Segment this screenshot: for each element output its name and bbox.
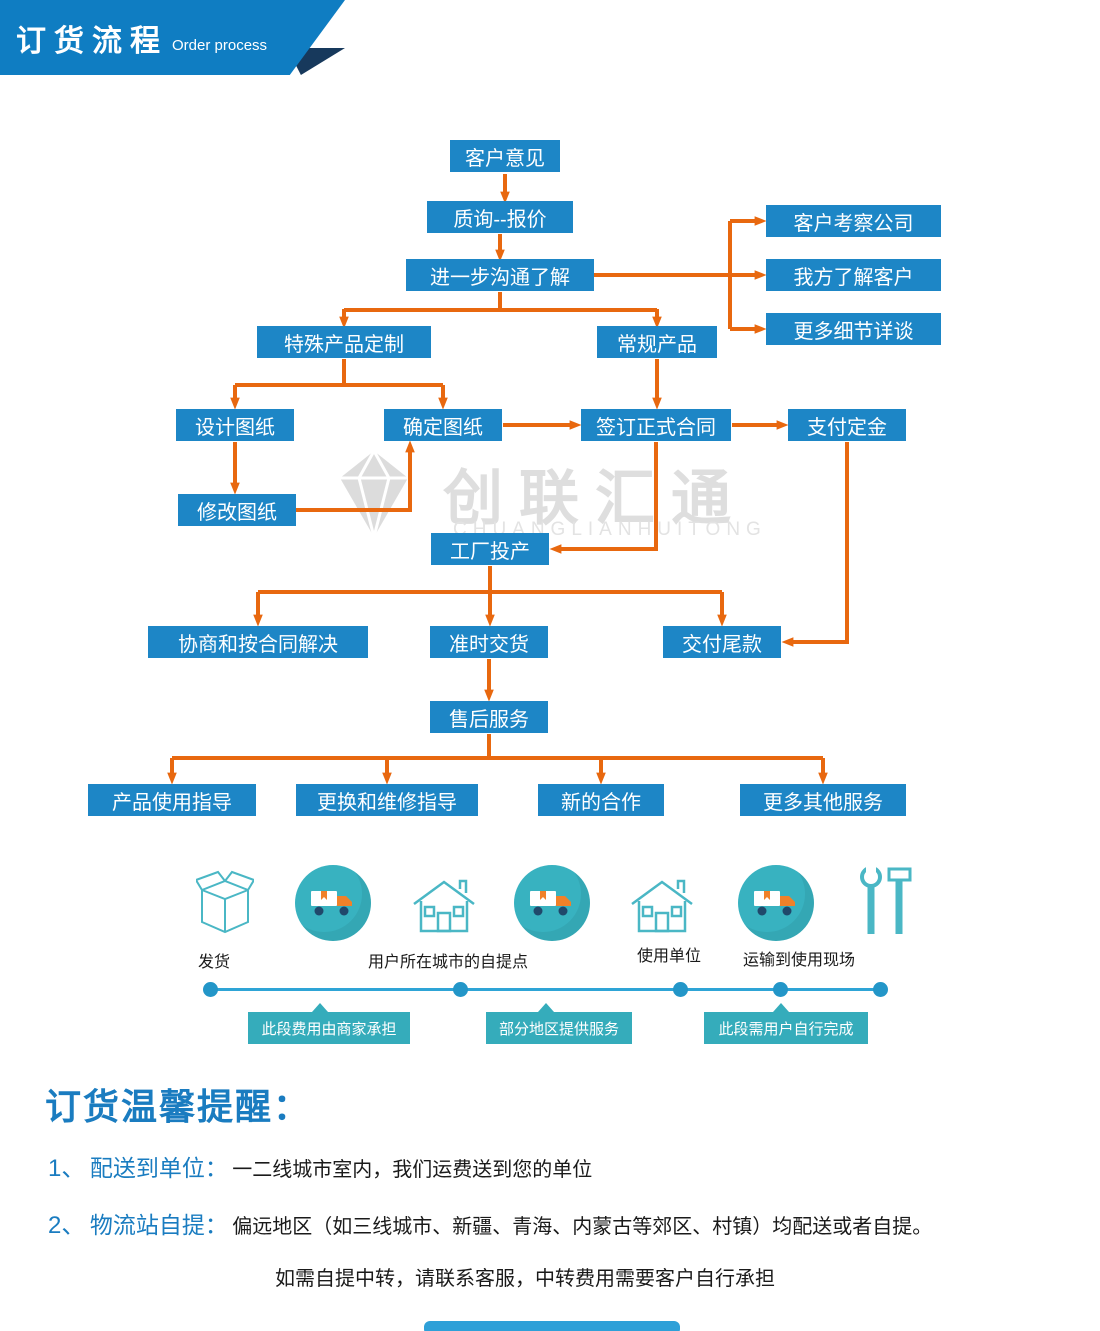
flag-user-completes-label: 此段需用户自行完成 <box>718 1020 854 1038</box>
flag-user-completes: 此段需用户自行完成 <box>704 1003 868 1044</box>
flag-partial-service: 部分地区提供服务 <box>486 1003 632 1044</box>
timeline-dot <box>673 982 688 997</box>
flow-node-customer-opinion: 客户意见 <box>450 140 560 172</box>
label-transport-site: 运输到使用现场 <box>743 952 856 969</box>
truck-circle-icon-2 <box>514 865 590 941</box>
brand-diamond-icon <box>340 450 408 538</box>
reminder-item-2-num: 2、 <box>48 1212 86 1239</box>
timeline-dot <box>873 982 888 997</box>
reminder-title: 订货温馨提醒： <box>45 1086 312 1127</box>
timeline-dot <box>203 982 218 997</box>
header-ribbon: 订货流程 Order process <box>0 0 345 75</box>
flow-node-special-product-custom: 特殊产品定制 <box>257 326 431 358</box>
truck-circle-icon-1 <box>295 865 371 941</box>
flag-partial-service-label: 部分地区提供服务 <box>498 1020 619 1038</box>
flag-notch <box>773 1003 789 1012</box>
watermark-text: 创联汇通 <box>443 465 747 532</box>
label-ship: 发货 <box>198 954 231 971</box>
timeline-dot <box>453 982 468 997</box>
truck-icon <box>311 891 352 916</box>
house-icon-2 <box>631 879 693 933</box>
flow-node-aftersales-service: 售后服务 <box>430 701 548 733</box>
flag-seller-pays: 此段费用由商家承担 <box>248 1003 410 1044</box>
page-subtitle: Order process <box>172 37 268 54</box>
flow-node-modify-drawing: 修改图纸 <box>178 494 296 526</box>
flow-node-new-cooperation: 新的合作 <box>538 784 664 816</box>
reminder-item-1-label: 配送到单位： <box>89 1155 228 1181</box>
timeline-line <box>210 988 880 991</box>
flow-node-product-usage-guide: 产品使用指导 <box>88 784 256 816</box>
reminder-item-2-label: 物流站自提： <box>89 1212 228 1238</box>
flow-node-design-drawing: 设计图纸 <box>176 409 294 441</box>
flow-node-ontime-delivery: 准时交货 <box>430 626 548 658</box>
flag-notch <box>312 1003 328 1012</box>
timeline-dot <box>773 982 788 997</box>
flow-node-more-other-services: 更多其他服务 <box>740 784 906 816</box>
flow-node-pay-deposit: 支付定金 <box>788 409 906 441</box>
footer-bar <box>424 1321 680 1331</box>
reminder-item-1-num: 1、 <box>48 1155 86 1182</box>
reminder-item-2: 2、 物流站自提： 偏远地区（如三线城市、新疆、青海、内蒙古等郊区、村镇）均配送… <box>48 1205 932 1240</box>
reminder-item-1-text: 一二线城市室内，我们运费送到您的单位 <box>232 1159 593 1181</box>
flow-node-customer-inspect-company: 客户考察公司 <box>766 205 941 237</box>
flag-notch <box>538 1003 554 1012</box>
flow-node-further-communication: 进一步沟通了解 <box>406 259 594 291</box>
label-pickup-point: 用户所在城市的自提点 <box>368 954 529 971</box>
flag-seller-pays-label: 此段费用由商家承担 <box>261 1020 397 1038</box>
truck-icon <box>530 891 571 916</box>
flow-node-we-know-customer: 我方了解客户 <box>766 259 941 291</box>
reminder-item-2-text: 偏远地区（如三线城市、新疆、青海、内蒙古等郊区、村镇）均配送或者自提。 <box>232 1216 933 1238</box>
truck-icon <box>754 891 795 916</box>
flow-node-confirm-drawing: 确定图纸 <box>384 409 502 441</box>
flow-node-negotiate-per-contract: 协商和按合同解决 <box>148 626 368 658</box>
tools-icon <box>860 865 912 934</box>
flow-node-pay-balance: 交付尾款 <box>663 626 781 658</box>
package-box-icon <box>196 870 254 934</box>
label-use-unit: 使用单位 <box>637 948 702 965</box>
house-icon-1 <box>413 879 475 933</box>
reminder-item-2-continued: 如需自提中转，请联系客服，中转费用需要客户自行承担 <box>275 1262 775 1291</box>
reminder-item-2-text2: 如需自提中转，请联系客服，中转费用需要客户自行承担 <box>275 1268 775 1290</box>
flow-node-regular-product: 常规产品 <box>597 326 717 358</box>
flow-node-factory-production: 工厂投产 <box>431 533 549 565</box>
truck-circle-icon-3 <box>738 865 814 941</box>
flow-node-replace-repair-guide: 更换和维修指导 <box>296 784 478 816</box>
page-title: 订货流程 <box>16 24 168 58</box>
reminder-item-1: 1、 配送到单位： 一二线城市室内，我们运费送到您的单位 <box>48 1148 592 1183</box>
flow-node-inquiry-quote: 质询--报价 <box>427 201 573 233</box>
flow-node-sign-formal-contract: 签订正式合同 <box>581 409 731 441</box>
flow-node-more-details-talk: 更多细节详谈 <box>766 313 941 345</box>
